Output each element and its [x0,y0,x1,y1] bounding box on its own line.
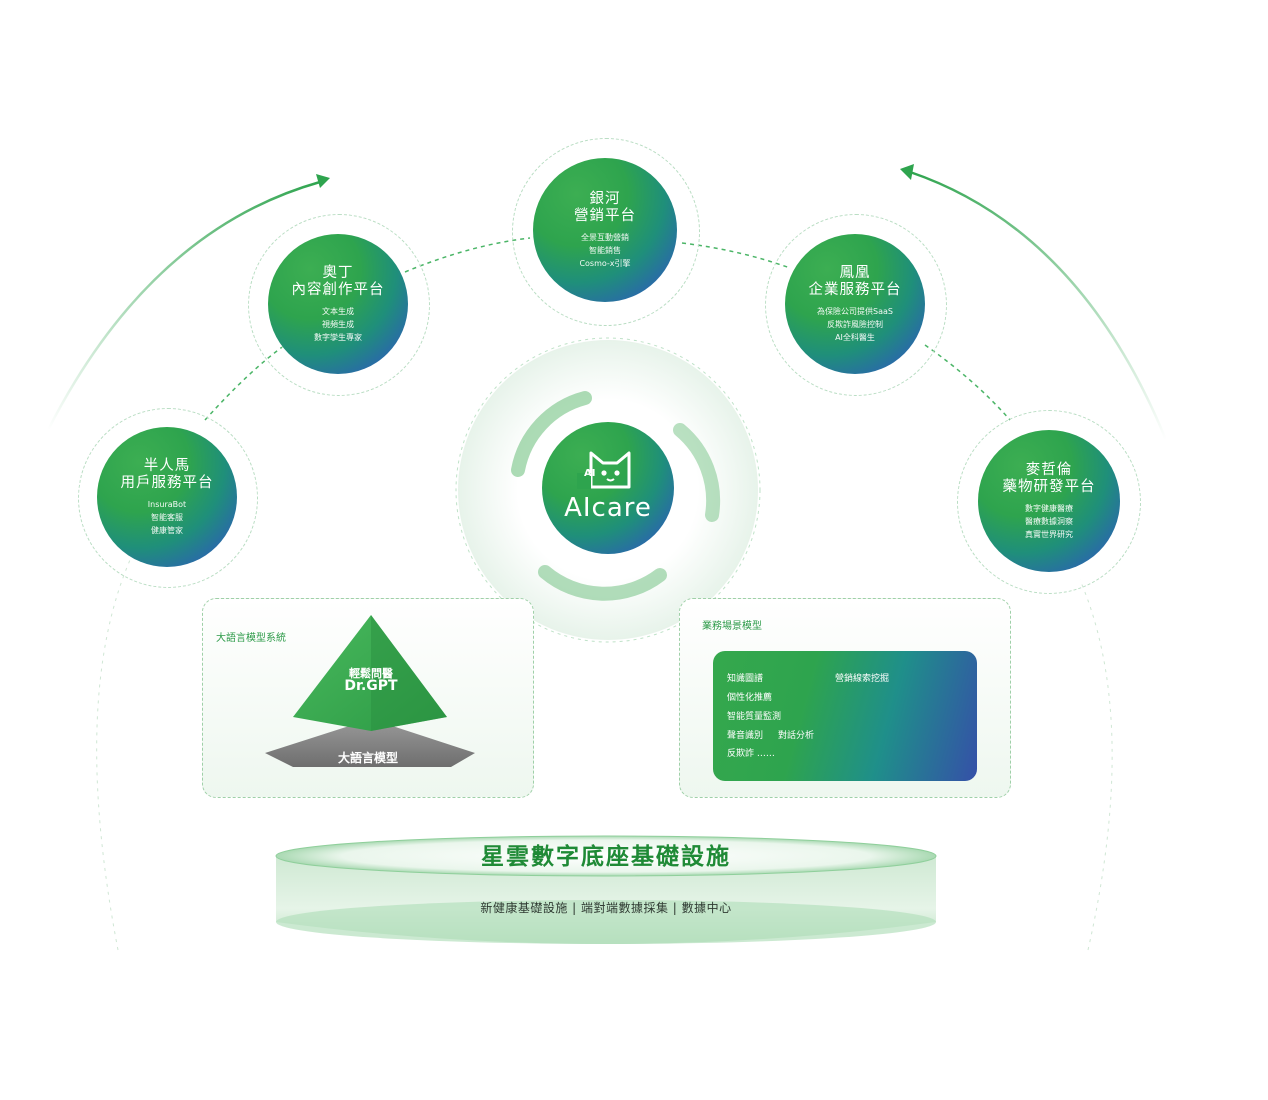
node-item: 視頻生成 [322,319,354,329]
node-title: 奧丁 [322,264,354,281]
llm-system-panel: 大語言模型系統 輕鬆問醫 Dr.GPT 大語言模型 [202,598,534,798]
cat-icon [577,451,631,489]
node-ring [957,410,1141,594]
node-item: 智能客服 [150,512,183,522]
scenario-item: 知識圖譜 [727,674,764,684]
node-item: 數字孿生專家 [314,332,362,342]
scenario-item: 個性化推薦 [727,693,773,703]
node-ring [512,138,700,326]
node-item: 全景互動營銷 [580,232,629,242]
scenario-card: 知識圖譜 營銷線索挖掘 個性化推薦 智能質量監測 聲音識別 對話分析 反欺詐 …… [713,651,977,781]
node-title: 半人馬 [143,457,191,474]
node-item: InsuraBot [147,499,187,509]
node-items: InsuraBot 智能客服 健康管家 [148,498,186,537]
node-ring [765,214,947,396]
business-scenario-panel: 業務場景模型 知識圖譜 營銷線索挖掘 個性化推薦 智能質量監測 聲音識別 對話分… [679,598,1011,798]
node-items: 為保險公司提供SaaS 反欺詐風險控制 AI全科醫生 [817,305,893,344]
node-title: 用戶服務平台 [120,474,214,491]
node-item: AI全科醫生 [835,332,875,342]
llm-panel-title: 大語言模型系統 [216,633,286,644]
ai-badge: AI [584,468,596,479]
node-title: 鳳凰 [839,264,871,281]
node-items: 全景互動營銷 智能銷售 Cosmo-x引擎 [579,231,630,270]
llm-pyramid [265,615,475,767]
base-title: 星雲數字底座基礎設施 [481,844,731,870]
node-title: 銀河 [589,190,621,207]
node-item: 數字健康醫療 [1025,503,1073,513]
pyramid-base-label: 大語言模型 [337,751,398,765]
node-galaxy-marketing[interactable]: 銀河 營銷平台 全景互動營銷 智能銷售 Cosmo-x引擎 [533,158,677,302]
node-title: 企業服務平台 [808,281,902,298]
node-title: 麥哲倫 [1025,461,1073,478]
right-cycle-arrow [909,170,1168,441]
node-item: 健康管家 [150,525,183,535]
node-item: 為保險公司提供SaaS [817,306,893,316]
aicare-wordmark: AIcare [564,493,652,523]
node-item: 真實世界研究 [1025,529,1073,539]
scenario-item: 營銷線索挖掘 [835,674,890,684]
node-magellan-drug-research[interactable]: 麥哲倫 藥物研發平台 數字健康醫療 醫療數據洞察 真實世界研究 [978,430,1120,572]
scenario-item: 反欺詐 …… [727,749,775,759]
node-centaur-user-service[interactable]: 半人馬 用戶服務平台 InsuraBot 智能客服 健康管家 [97,427,237,567]
node-item: 文本生成 [322,306,354,316]
node-item: 反欺詐風險控制 [827,319,883,329]
scene-panel-title: 業務場景模型 [702,621,762,632]
node-title: 藥物研發平台 [1002,478,1096,495]
node-items: 文本生成 視頻生成 數字孿生專家 [314,305,362,344]
base-subtitle: 新健康基礎設施 | 端對端數據採集 | 數據中心 [480,901,732,915]
node-ring [78,408,258,588]
scenario-item: 聲音識別 [727,731,764,741]
node-odin-content-creation[interactable]: 奧丁 內容創作平台 文本生成 視頻生成 數字孿生專家 [268,234,408,374]
node-item: 醫療數據洞察 [1025,516,1073,526]
node-phoenix-enterprise-service[interactable]: 鳳凰 企業服務平台 為保險公司提供SaaS 反欺詐風險控制 AI全科醫生 [785,234,925,374]
pyramid-top-label-2: Dr.GPT [344,678,398,694]
node-title: 內容創作平台 [291,281,385,298]
node-item: 智能銷售 [588,245,621,255]
scenario-item: 智能質量監測 [727,712,782,722]
node-ring [248,214,430,396]
node-item: Cosmo-x引擎 [579,258,631,268]
scenario-item: 對話分析 [778,731,815,741]
node-items: 數字健康醫療 醫療數據洞察 真實世界研究 [1025,502,1073,541]
left-cycle-arrow [46,180,321,431]
pyramid-top-label-1: 輕鬆問醫 [349,667,393,680]
node-title: 營銷平台 [574,207,636,224]
aicare-center-logo[interactable]: AI AIcare [542,422,674,554]
